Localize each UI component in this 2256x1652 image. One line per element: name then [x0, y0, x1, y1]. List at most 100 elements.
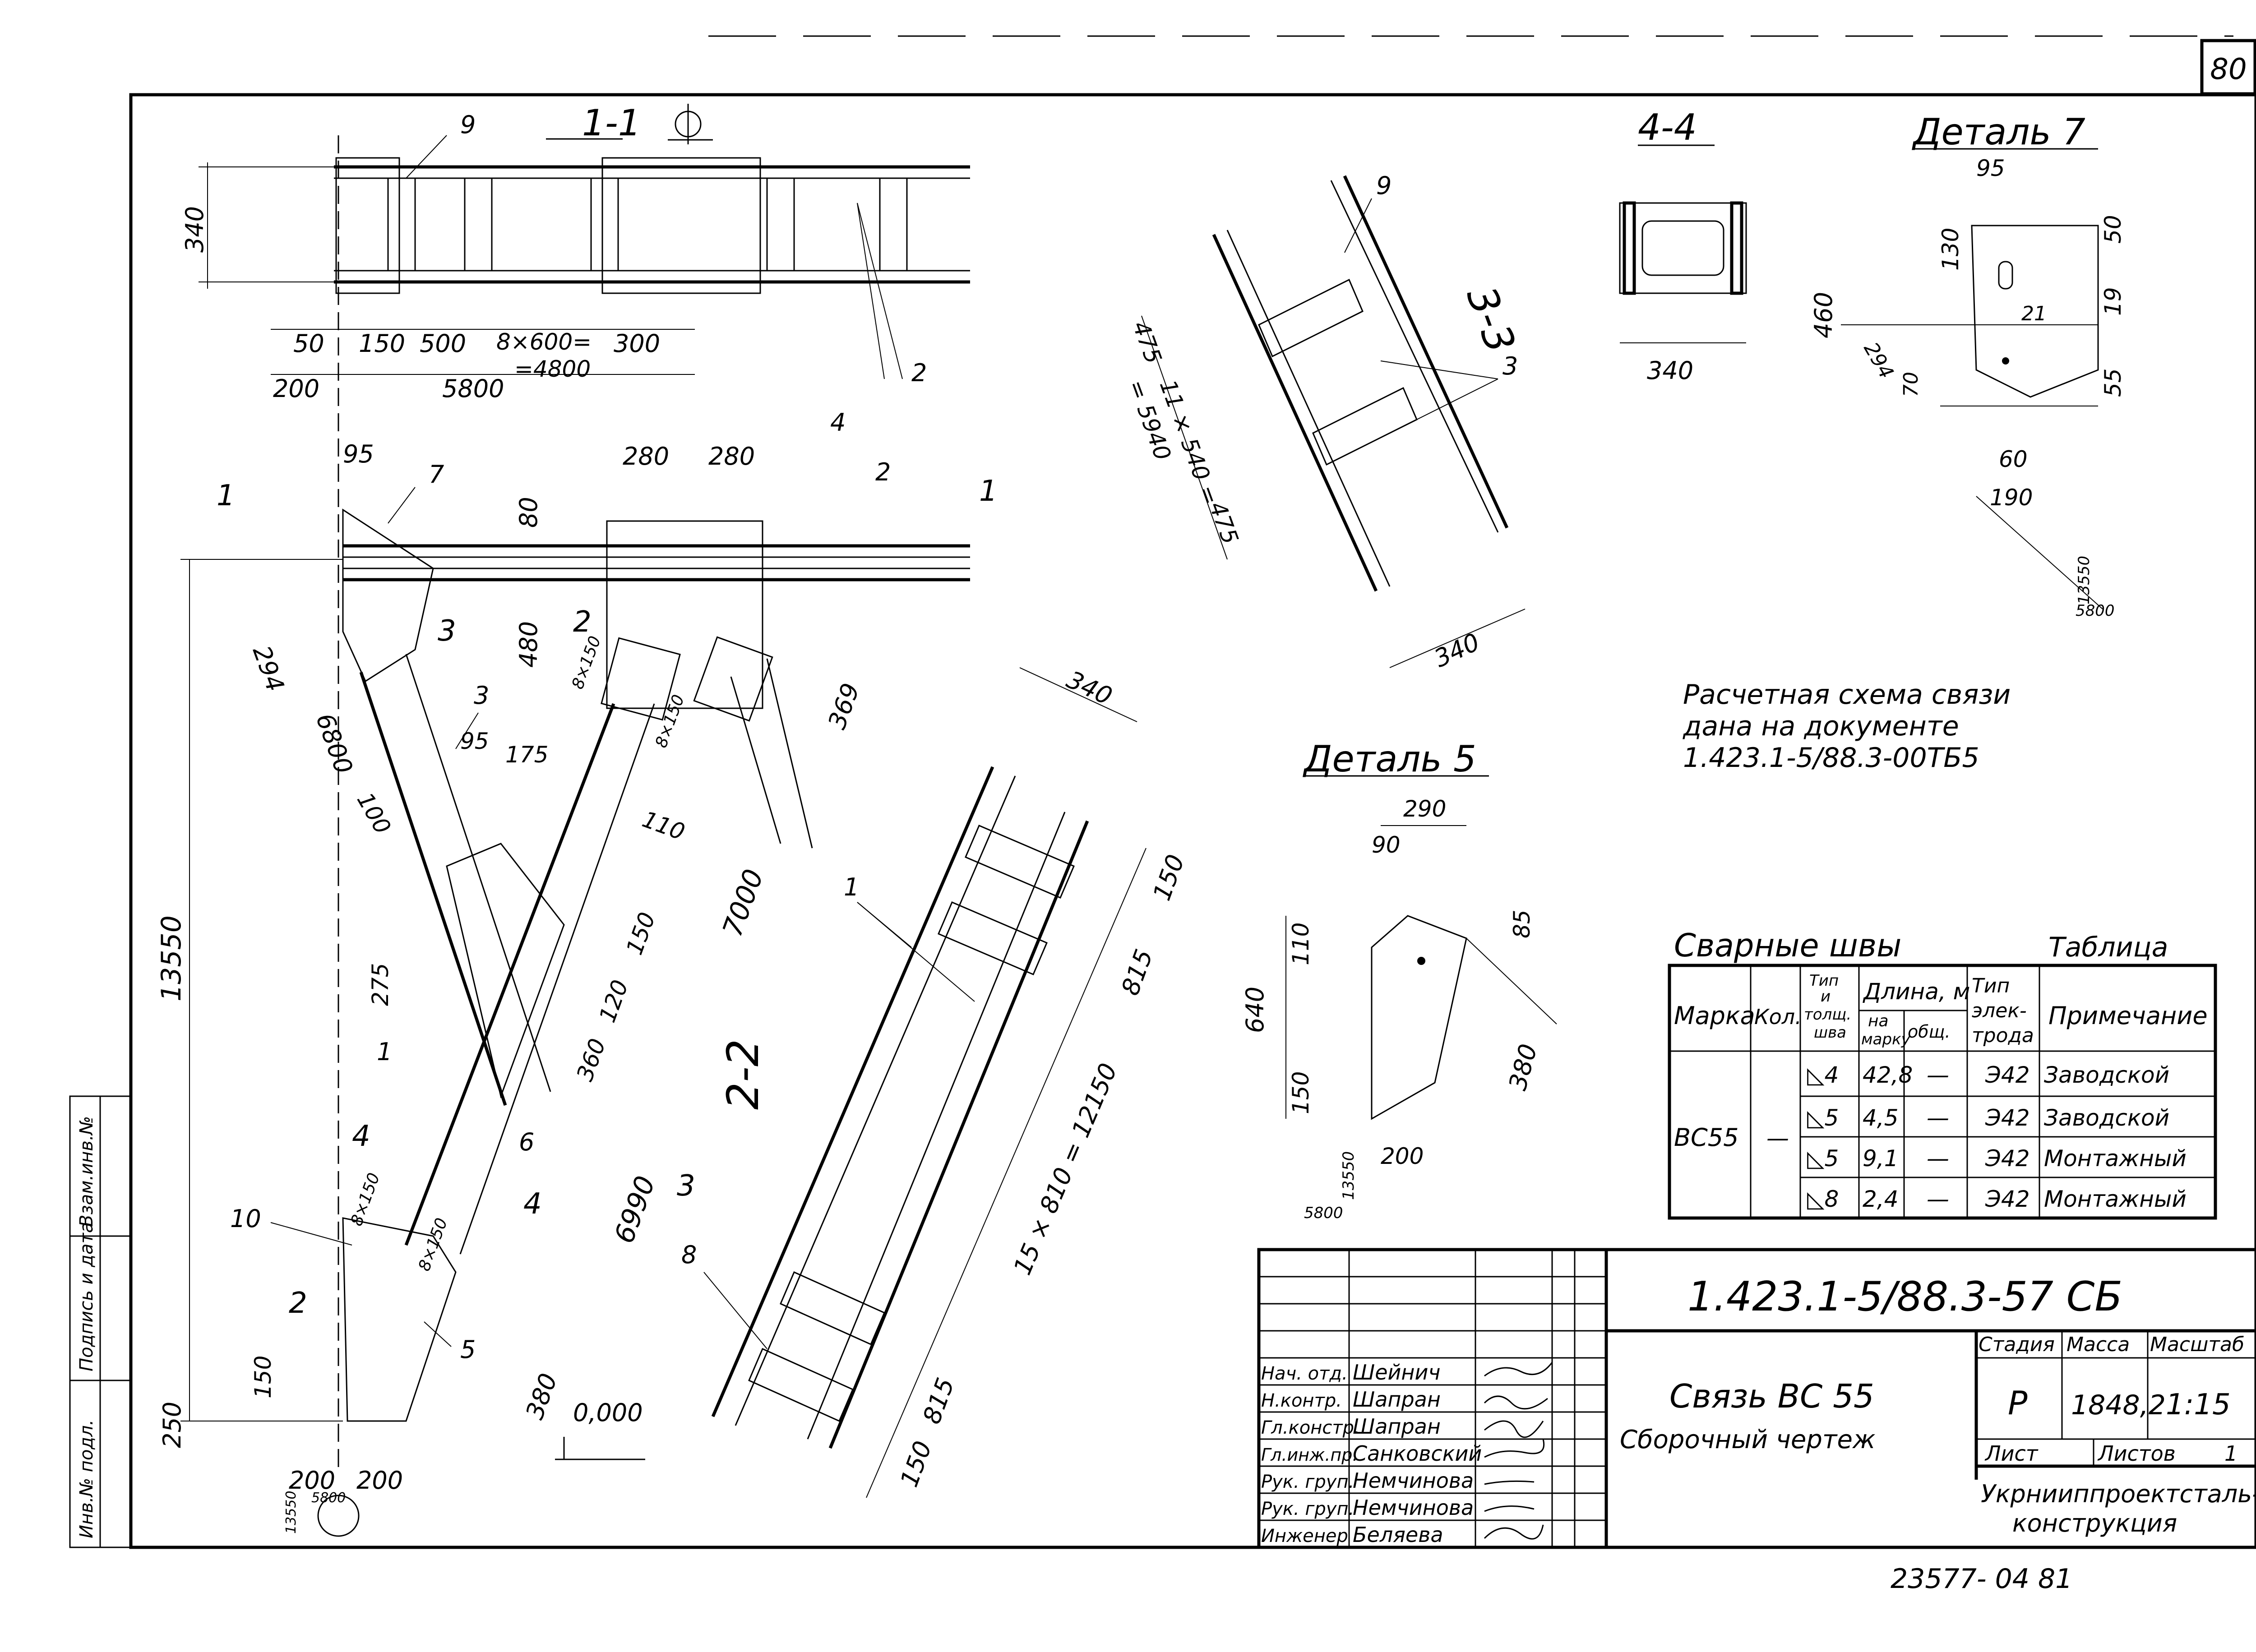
row-1-electrode: Э42: [1985, 1062, 2030, 1088]
scale-value: 1:15: [2166, 1388, 2231, 1421]
stamp-signature-date: Подпись и дата: [76, 1222, 97, 1371]
th-type-3: толщ.: [1804, 1006, 1851, 1024]
td-mark: ВС55: [1674, 1123, 1738, 1152]
dim-280-a: 280: [623, 442, 669, 471]
role-4: Гл.инж.пр.: [1261, 1445, 1358, 1465]
mark-6: 6: [519, 1128, 534, 1156]
d5-dim-13550: 13550: [1340, 1151, 1358, 1200]
dim-150-2-2-a: 150: [1147, 851, 1190, 904]
dim-120: 120: [594, 977, 633, 1026]
dim-380-bottom: 380: [520, 1370, 563, 1423]
dim-300: 300: [614, 329, 660, 358]
dim-340-2-2: 340: [1063, 665, 1117, 711]
dim-175: 175: [505, 742, 548, 768]
section-marker-4-left: 4: [352, 1120, 370, 1153]
row-3-note: Монтажный: [2044, 1145, 2187, 1172]
scale-label: Масштаб: [2150, 1333, 2244, 1356]
view-title-1-1: 1-1: [582, 102, 641, 144]
section-marker-4-right: 4: [523, 1187, 542, 1221]
dim-8x150-b: 8×150: [652, 692, 688, 750]
name-4: Санковский: [1353, 1441, 1482, 1466]
dim-110: 110: [639, 806, 689, 845]
d7-dim-460: 460: [1809, 292, 1838, 338]
dim-200-b: 200: [356, 1466, 403, 1495]
elevation-0-000: 0,000: [573, 1398, 643, 1427]
th-type-2: и: [1821, 988, 1831, 1006]
dim-6990: 6990: [608, 1172, 661, 1247]
role-1: Нач. отд.: [1261, 1363, 1348, 1384]
row-2-total: —: [1927, 1105, 1949, 1131]
role-7: Инженер: [1261, 1526, 1348, 1546]
d7-dim-60: 60: [1999, 446, 2028, 472]
dim-8x150-d: 8×150: [415, 1216, 451, 1274]
dim-95-top: 95: [343, 440, 374, 468]
d5-dim-90: 90: [1372, 832, 1401, 858]
dim-340-3-3: 340: [1430, 628, 1484, 673]
mark-10: 10: [230, 1204, 261, 1233]
th-per-mark-2: марку: [1861, 1030, 1911, 1048]
sheets-label: Листов: [2097, 1441, 2176, 1466]
section-marker-1-right: 1: [979, 475, 998, 508]
sheet-label: Лист: [1984, 1441, 2039, 1466]
stage-value: Р: [2008, 1384, 2028, 1422]
stage-label: Стадия: [1979, 1333, 2055, 1356]
dim-340-left: 340: [180, 206, 209, 253]
mark-3-3-3: 3: [1502, 352, 1518, 380]
doc-code: 1.423.1-5/88.3-57 СБ: [1687, 1273, 2122, 1320]
dim-13550-small: 13550: [283, 1491, 299, 1534]
mark-9-top: 9: [460, 111, 476, 139]
dim-150-2-2-b: 150: [895, 1437, 937, 1490]
dim-340-4-4: 340: [1647, 356, 1693, 385]
th-type-1: Тип: [1809, 972, 1839, 990]
weld-table-grid: [1668, 964, 2217, 1220]
section-marker-3-top: 3: [438, 614, 456, 648]
d7-dim-95: 95: [1976, 155, 2005, 181]
row-1-note: Заводской: [2044, 1062, 2169, 1088]
section-marker-2-left: 2: [289, 1287, 307, 1320]
d7-dim-50: 50: [2100, 215, 2126, 244]
row-2-note: Заводской: [2044, 1105, 2169, 1131]
row-4-total: —: [1927, 1186, 1949, 1212]
row-2-electrode: Э42: [1985, 1105, 2030, 1131]
name-5: Немчинова: [1353, 1468, 1474, 1493]
row-3-type: ◺5: [1807, 1145, 1839, 1172]
main-elevation-drawing: [180, 508, 970, 1537]
d7-dim-55: 55: [2100, 368, 2126, 397]
d5-dim-200: 200: [1381, 1143, 1424, 1169]
view-title-4-4: 4-4: [1638, 106, 1697, 148]
drawing-subtitle: Сборочный чертеж: [1620, 1425, 1875, 1454]
d5-dim-380: 380: [1503, 1041, 1543, 1093]
footer-number: 23577- 04 81: [1891, 1563, 2072, 1595]
detail-5-drawing: [1285, 825, 1557, 1120]
mark-3-main: 3: [474, 681, 489, 710]
row-4-note: Монтажный: [2044, 1186, 2187, 1212]
d7-dim-21: 21: [2021, 302, 2047, 325]
weld-table-title: Сварные швы: [1674, 927, 1901, 964]
dim-250: 250: [158, 1402, 186, 1448]
dim-150: 150: [359, 329, 405, 358]
axis-symbol: [668, 104, 713, 144]
dim-4800: =4800: [514, 356, 591, 382]
dim-815-2-2-b: 815: [917, 1374, 960, 1427]
row-1-total: —: [1927, 1062, 1949, 1088]
detail-7-drawing: [1841, 225, 2103, 609]
td-qty: —: [1766, 1125, 1789, 1151]
section-marker-1-left: 1: [217, 479, 235, 512]
view-3-3-drawing: [1141, 175, 1526, 668]
th-per-mark-1: на: [1868, 1012, 1889, 1030]
dim-369: 369: [823, 679, 865, 733]
drawing-title: Связь ВС 55: [1669, 1377, 1874, 1415]
dim-480: 480: [514, 621, 543, 668]
dim-7000: 7000: [717, 865, 770, 941]
name-7: Беляева: [1353, 1523, 1443, 1547]
th-mark: Марка: [1674, 1001, 1755, 1030]
th-electrode-2: элек-: [1972, 999, 2027, 1022]
org-line-2: конструкция: [2012, 1509, 2177, 1537]
row-4-per-mark: 2,4: [1863, 1186, 1899, 1212]
row-2-per-mark: 4,5: [1863, 1105, 1899, 1131]
d7-dim-294: 294: [1859, 338, 1898, 383]
mark-7: 7: [429, 460, 444, 489]
th-total: общ.: [1908, 1022, 1951, 1042]
role-6: Рук. груп.: [1261, 1499, 1354, 1519]
